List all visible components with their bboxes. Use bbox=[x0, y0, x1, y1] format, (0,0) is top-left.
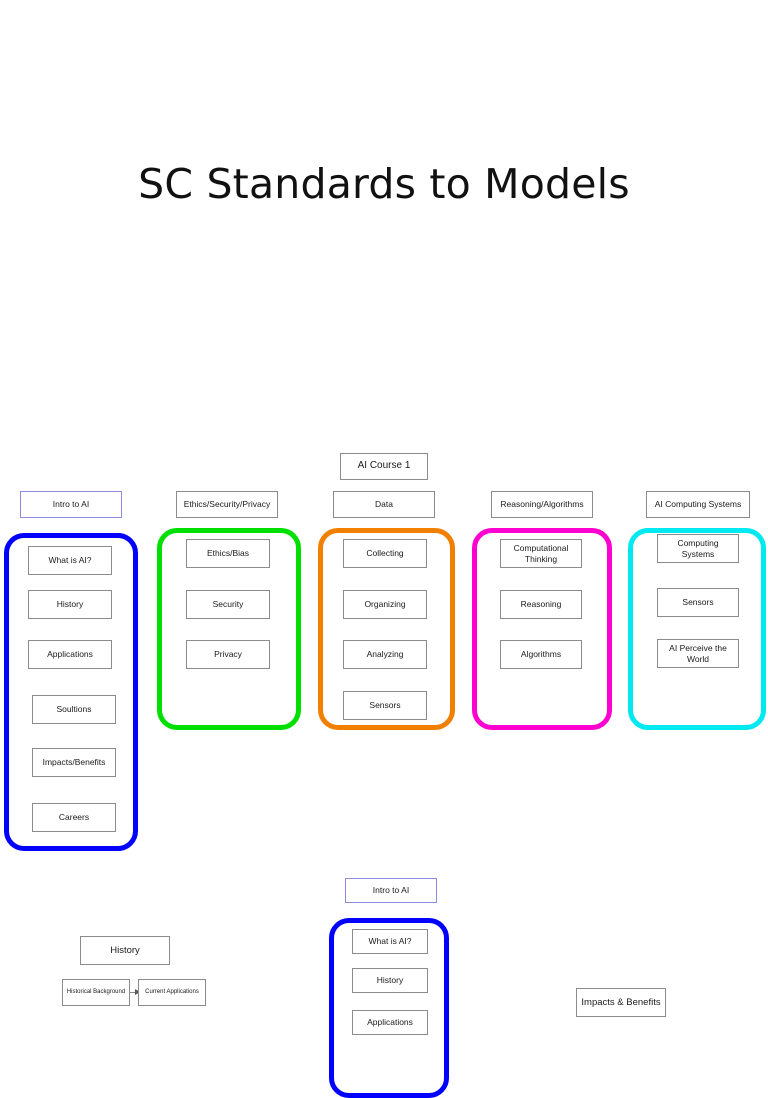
node-computing-systems: Computing Systems bbox=[657, 534, 739, 563]
node-reasoning: Reasoning bbox=[500, 590, 582, 619]
bottom-impacts-benefits-header: Impacts & Benefits bbox=[576, 988, 666, 1017]
bottom-history-header: History bbox=[80, 936, 170, 965]
group-container-data bbox=[318, 528, 455, 730]
arrow-head-icon bbox=[135, 989, 140, 995]
node-privacy: Privacy bbox=[186, 640, 270, 669]
node-what-is-ai: What is AI? bbox=[28, 546, 112, 575]
node-security: Security bbox=[186, 590, 270, 619]
group-container-intro-to-ai bbox=[4, 533, 138, 851]
node-impacts-benefits: Impacts/Benefits bbox=[32, 748, 116, 777]
node-collecting: Collecting bbox=[343, 539, 427, 568]
node-ai-perceive-the-world: AI Perceive the World bbox=[657, 639, 739, 668]
node-organizing: Organizing bbox=[343, 590, 427, 619]
column-header-data: Data bbox=[333, 491, 435, 518]
column-header-intro-to-ai: Intro to AI bbox=[20, 491, 122, 518]
group-container-ethics-security-privacy bbox=[157, 528, 301, 730]
node-applications: Applications bbox=[28, 640, 112, 669]
bottom-history-step-historical-background: Historical Background bbox=[62, 979, 130, 1006]
page-title: SC Standards to Models bbox=[138, 160, 630, 208]
node-ethics-bias: Ethics/Bias bbox=[186, 539, 270, 568]
bottom-column-header-intro-to-ai: Intro to AI bbox=[345, 878, 437, 903]
bottom-node-history: History bbox=[352, 968, 428, 993]
connector-line bbox=[130, 992, 137, 993]
group-container-reasoning-algorithms bbox=[472, 528, 612, 730]
bottom-node-what-is-ai: What is AI? bbox=[352, 929, 428, 954]
node-algorithms: Algorithms bbox=[500, 640, 582, 669]
node-computational-thinking: Computational Thinking bbox=[500, 539, 582, 568]
column-header-ethics-security-privacy: Ethics/Security/Privacy bbox=[176, 491, 278, 518]
bottom-node-applications: Applications bbox=[352, 1010, 428, 1035]
node-sensors-computing: Sensors bbox=[657, 588, 739, 617]
node-history: History bbox=[28, 590, 112, 619]
column-header-ai-computing-systems: AI Computing Systems bbox=[646, 491, 750, 518]
slide-canvas: SC Standards to Models AI Course 1 Intro… bbox=[4, 160, 766, 1098]
bottom-history-step-current-applications: Current Applications bbox=[138, 979, 206, 1006]
node-soultions: Soultions bbox=[32, 695, 116, 724]
column-header-reasoning-algorithms: Reasoning/Algorithms bbox=[491, 491, 593, 518]
group-container-ai-computing-systems bbox=[628, 528, 766, 730]
node-careers: Careers bbox=[32, 803, 116, 832]
node-analyzing: Analyzing bbox=[343, 640, 427, 669]
course-header-box: AI Course 1 bbox=[340, 453, 428, 480]
node-sensors-data: Sensors bbox=[343, 691, 427, 720]
